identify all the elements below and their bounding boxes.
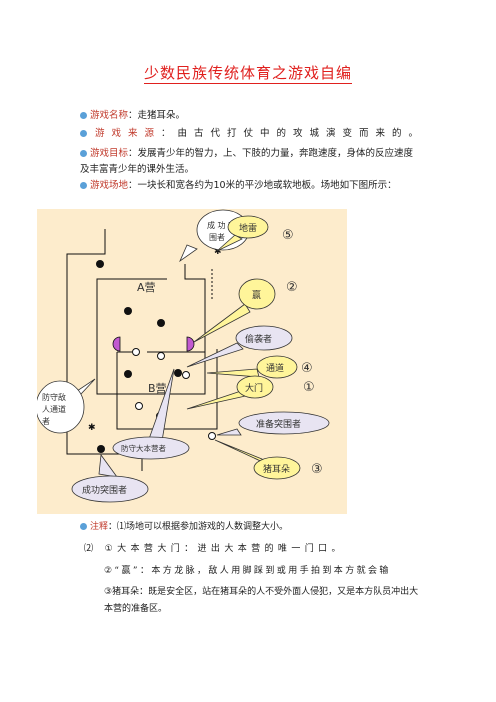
player-hollow: [157, 352, 165, 360]
player-dot: [174, 369, 182, 377]
field-line: 游戏场地：一块长和宽各约为10米的平沙地或软地板。场地如下图所示：: [80, 178, 420, 194]
player-dot: [157, 319, 165, 327]
game-name-line: 游戏名称：走猪耳朵。: [80, 108, 420, 124]
win-marker-left: [112, 336, 121, 352]
player-hollow: [182, 371, 190, 379]
callout-landmine: 地雷: [216, 215, 269, 252]
callout-pig-ear: 猪耳朵: [214, 439, 301, 480]
svg-text:人通道: 人通道: [42, 404, 66, 414]
svg-text:成 功 突: 成 功 突: [207, 220, 236, 230]
number-5: ⑤: [282, 228, 294, 243]
player-dot: [124, 307, 132, 315]
bullet-icon: [80, 150, 87, 157]
note-line-2: ⑵ ①大本营大门：进出大本营的唯一门口。: [84, 544, 345, 554]
svg-text:偷袭者: 偷袭者: [245, 333, 272, 345]
callout-raider: 偷袭者: [186, 325, 293, 368]
player-hollow: [132, 348, 140, 356]
number-4: ④: [301, 361, 313, 376]
callout-gate: 大门: [186, 375, 274, 410]
callout-ready: 准备突围者: [216, 411, 330, 436]
callout-defend-enemy: 防守敌 人通道 者: [37, 378, 96, 434]
svg-text:者: 者: [42, 417, 50, 426]
field-diagram: A营 B营 ✱ ✱ 成 功 突 围者 地雷 ⑤ 赢 ② 偷袭者 通道 ④: [37, 209, 347, 514]
callout-passage: 通道: [206, 355, 298, 379]
camp-a-wall: [96, 264, 206, 395]
player-hollow: [135, 402, 143, 410]
number-2: ②: [286, 280, 298, 295]
camp-a-label: A营: [137, 280, 156, 294]
svg-text:通道: 通道: [266, 362, 284, 374]
svg-text:地雷: 地雷: [239, 222, 257, 234]
win-marker-right: [186, 336, 195, 352]
player-hollow: [208, 432, 216, 440]
camp-b-wall: [116, 349, 218, 430]
callout-defend-camp: 防守大本营者: [112, 368, 190, 460]
player-dot: [97, 445, 105, 453]
landmine-icon: ✱: [88, 423, 96, 433]
bullet-icon: [80, 130, 87, 137]
landmine-icon: ✱: [214, 247, 222, 257]
callout-success-bottom: 成功突围者: [71, 453, 149, 503]
player-dot: [96, 260, 104, 268]
svg-text:准备突围者: 准备突围者: [256, 418, 301, 430]
number-3: ③: [311, 462, 323, 477]
svg-text:赢: 赢: [252, 289, 261, 301]
camp-b-label: B营: [148, 381, 167, 395]
svg-text:成功突围者: 成功突围者: [82, 484, 127, 496]
svg-text:防守大本营者: 防守大本营者: [121, 443, 166, 453]
bullet-icon: [80, 523, 87, 530]
callout-win: 赢: [193, 278, 276, 343]
page-title: 少数民族传统体育之游戏自编: [143, 64, 352, 84]
origin-line: 游戏来源：由古代打仗中的攻城演变而来的。: [80, 126, 420, 142]
svg-text:大门: 大门: [245, 382, 263, 394]
bullet-icon: [80, 112, 87, 119]
player-dot: [124, 370, 132, 378]
number-1: ①: [303, 380, 315, 395]
bullet-icon: [80, 182, 87, 189]
note-line-3: ②“赢”：本方龙脉，敌人用脚踩到或用手拍到本方就会输: [104, 566, 391, 576]
goal-line: 游戏目标：发展青少年的智力，上、下肢的力量，奔跑速度，身体的反应速度及丰富青少年…: [80, 148, 414, 175]
svg-text:围者: 围者: [209, 233, 225, 242]
svg-text:猪耳朵: 猪耳朵: [263, 463, 290, 475]
note-line-1: 注释：⑴场地可以根据参加游戏的人数调整大小。: [80, 519, 425, 536]
note-line-4: ③猪耳朵：既是安全区，站在猪耳朵的人不受外面人侵犯，又是本方队员冲出大本营的准备…: [104, 587, 419, 614]
svg-text:防守敌: 防守敌: [42, 392, 66, 402]
